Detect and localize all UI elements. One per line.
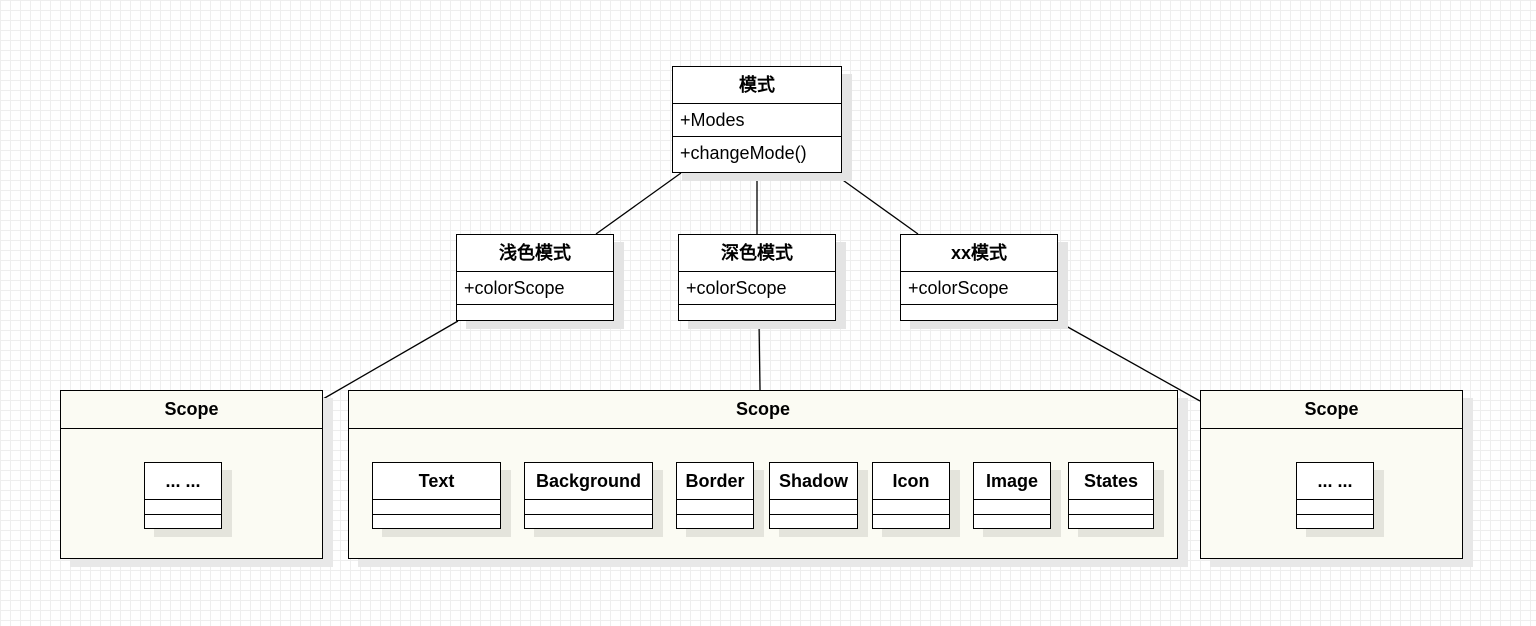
mode-class-attribute: +Modes [673,104,841,137]
scope-item-states[interactable]: States [1068,462,1154,529]
scope-item-background-title: Background [525,463,652,500]
scope-item-shadow-attributes [770,500,857,515]
scope-item-border-attributes [677,500,753,515]
light-mode-methods [457,305,613,318]
scope-item-states-attributes [1069,500,1153,515]
center-scope-container[interactable]: Scope Text Background Border Shadow Icon… [348,390,1178,559]
right-scope-title: Scope [1201,391,1462,429]
scope-item-text-title: Text [373,463,500,500]
scope-item-shadow-title: Shadow [770,463,857,500]
dark-mode-methods [679,305,835,318]
xx-mode-methods [901,305,1057,318]
left-scope-item-methods [145,515,221,530]
scope-item-text[interactable]: Text [372,462,501,529]
right-scope-item[interactable]: ... ... [1296,462,1374,529]
xx-mode-class[interactable]: xx模式 +colorScope [900,234,1058,321]
mode-class-method: +changeMode() [680,143,807,163]
right-scope-item-title: ... ... [1297,463,1373,500]
connector-dark-to-center-scope [758,320,761,391]
scope-item-icon-methods [873,515,949,530]
scope-item-background[interactable]: Background [524,462,653,529]
scope-item-text-methods [373,515,500,530]
scope-item-image-attributes [974,500,1050,515]
scope-item-text-attributes [373,500,500,515]
right-scope-item-methods [1297,515,1373,530]
left-scope-item-attributes [145,500,221,515]
connector-light-to-left-scope [322,320,459,400]
scope-item-image[interactable]: Image [973,462,1051,529]
scope-item-icon-title: Icon [873,463,949,500]
light-mode-title: 浅色模式 [457,235,613,272]
light-mode-class[interactable]: 浅色模式 +colorScope [456,234,614,321]
scope-item-shadow[interactable]: Shadow [769,462,858,529]
dark-mode-title: 深色模式 [679,235,835,272]
scope-item-background-methods [525,515,652,530]
left-scope-container[interactable]: Scope ... ... [60,390,323,559]
connector-mode-to-xx [832,172,919,235]
scope-item-states-title: States [1069,463,1153,500]
scope-item-border-title: Border [677,463,753,500]
scope-item-shadow-methods [770,515,857,530]
center-scope-title: Scope [349,391,1177,429]
dark-mode-class[interactable]: 深色模式 +colorScope [678,234,836,321]
mode-class[interactable]: 模式 +Modes +changeMode() [672,66,842,173]
right-scope-container[interactable]: Scope ... ... [1200,390,1463,559]
scope-item-icon[interactable]: Icon [872,462,950,529]
scope-item-image-title: Image [974,463,1050,500]
scope-item-image-methods [974,515,1050,530]
scope-item-background-attributes [525,500,652,515]
scope-item-border-methods [677,515,753,530]
scope-item-border[interactable]: Border [676,462,754,529]
mode-class-title: 模式 [673,67,841,104]
left-scope-title: Scope [61,391,322,429]
left-scope-item[interactable]: ... ... [144,462,222,529]
scope-item-icon-attributes [873,500,949,515]
light-mode-attribute: +colorScope [457,272,613,305]
left-scope-item-title: ... ... [145,463,221,500]
xx-mode-attribute: +colorScope [901,272,1057,305]
xx-mode-title: xx模式 [901,235,1057,272]
connector-mode-to-light [595,172,682,235]
scope-item-states-methods [1069,515,1153,530]
right-scope-item-attributes [1297,500,1373,515]
dark-mode-attribute: +colorScope [679,272,835,305]
connector-xx-to-right-scope [1056,320,1201,402]
